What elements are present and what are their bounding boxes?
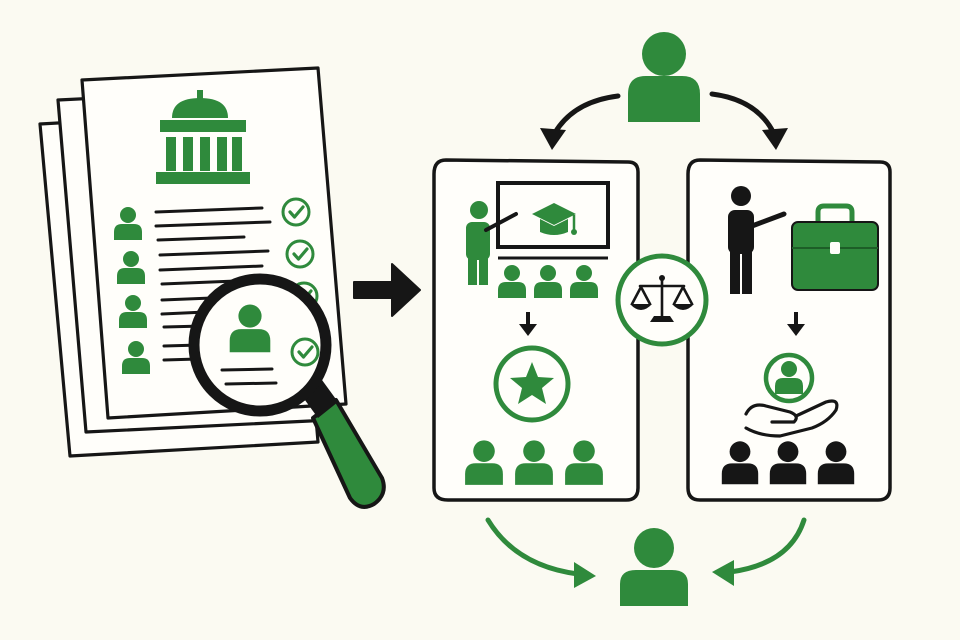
curved-arrow-icon [709, 91, 788, 150]
arrow-down-icon [787, 312, 805, 336]
document-row [117, 239, 315, 286]
arrow-right-icon [353, 263, 421, 317]
graduation-cap-icon [532, 203, 577, 235]
employment-panel [686, 158, 892, 502]
curved-arrow-icon [540, 93, 621, 150]
curved-arrow-icon [485, 517, 596, 588]
person-icon [620, 528, 688, 606]
education-panel [432, 158, 640, 502]
document-row [114, 197, 311, 242]
teacher-icon [466, 201, 518, 285]
star-badge-icon [493, 345, 571, 423]
teacher-board-icon [466, 181, 610, 285]
curved-arrow-icon [712, 517, 807, 586]
government-building-icon [156, 90, 250, 184]
briefcase-icon [791, 203, 879, 291]
hand-holding-person-icon [744, 352, 839, 438]
person-icon [628, 32, 700, 122]
presenter-icon [728, 186, 787, 294]
balance-scale-icon [615, 253, 709, 347]
magnifying-glass-icon [188, 273, 386, 509]
arrow-down-icon [519, 312, 537, 336]
